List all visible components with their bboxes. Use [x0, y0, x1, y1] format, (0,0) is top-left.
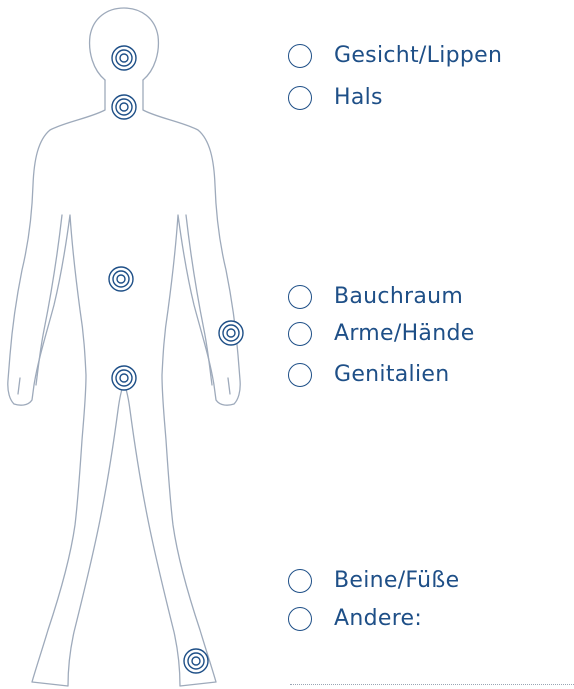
target-marker-foot — [184, 649, 208, 673]
option-label: Beine/Füße — [334, 569, 459, 593]
option-label: Arme/Hände — [334, 322, 475, 346]
radio-circle-icon[interactable] — [288, 86, 312, 110]
radio-circle-icon[interactable] — [288, 607, 312, 631]
option-beine-fuesse[interactable]: Beine/Füße — [288, 569, 459, 593]
target-marker-genitals — [112, 366, 136, 390]
option-genitalien[interactable]: Genitalien — [288, 363, 449, 387]
option-bauchraum[interactable]: Bauchraum — [288, 285, 463, 309]
option-gesicht-lippen[interactable]: Gesicht/Lippen — [288, 44, 502, 68]
radio-circle-icon[interactable] — [288, 363, 312, 387]
option-label: Hals — [334, 86, 383, 110]
option-hals[interactable]: Hals — [288, 86, 383, 110]
option-andere[interactable]: Andere: — [288, 607, 422, 631]
radio-circle-icon[interactable] — [288, 285, 312, 309]
target-marker-face — [112, 46, 136, 70]
target-marker-neck — [112, 95, 136, 119]
radio-circle-icon[interactable] — [288, 569, 312, 593]
option-label: Genitalien — [334, 363, 449, 387]
option-label: Gesicht/Lippen — [334, 44, 502, 68]
other-input-line[interactable] — [290, 684, 574, 685]
radio-circle-icon[interactable] — [288, 44, 312, 68]
target-marker-arm — [219, 321, 243, 345]
option-label: Bauchraum — [334, 285, 463, 309]
body-outline-figure — [0, 0, 270, 689]
option-label: Andere: — [334, 607, 422, 631]
option-arme-haende[interactable]: Arme/Hände — [288, 322, 475, 346]
target-marker-abdomen — [109, 267, 133, 291]
radio-circle-icon[interactable] — [288, 322, 312, 346]
